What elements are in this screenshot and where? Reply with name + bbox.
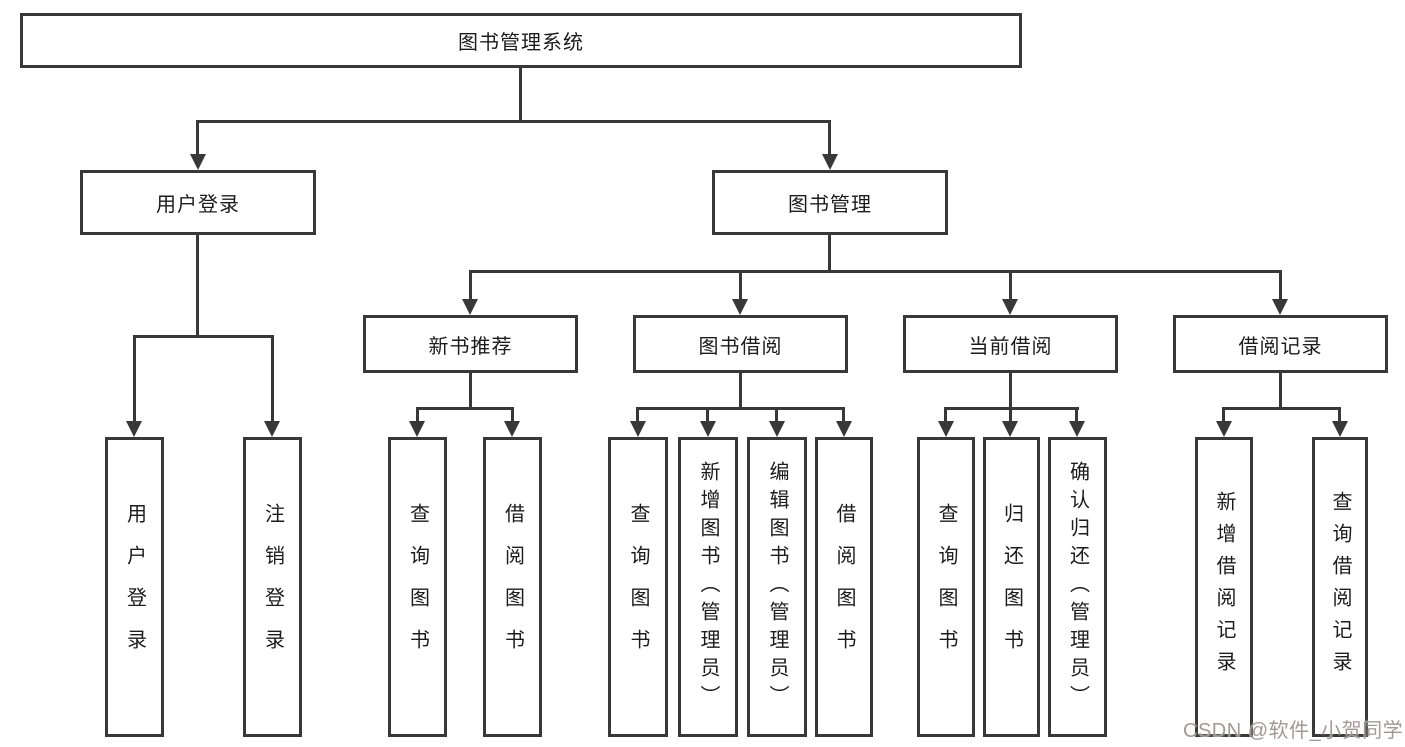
connector-g2-c1-stem [1009,407,1012,423]
arrowhead-g3-c1 [1332,421,1348,437]
node-borrow-record-label: 借阅记录 [1238,335,1323,358]
arrowhead-g0-c1 [504,421,520,437]
leaf-g1-query-book-label: 查询图书 [627,503,649,671]
arrowhead-g2-c2 [1069,421,1085,437]
node-current-borrow-label: 当前借阅 [968,335,1053,358]
connector-login-children-hline [133,335,274,338]
leaf-g1-query-book: 查询图书 [608,437,668,737]
connector-login-c1-stem [271,335,274,423]
node-book-borrow: 图书借阅 [633,315,848,373]
arrowhead-g1-c2 [769,421,785,437]
arrowhead-g0-c0 [409,421,425,437]
connector-mgmt-stem [828,120,831,156]
connector-root-stem [519,68,522,121]
connector-g0-c1-stem [511,407,514,423]
leaf-g2-confirm-return-admin: 确认归还（管理员） [1048,437,1107,737]
leaf-g3-query-borrow-record-label: 查询借阅记录 [1329,491,1351,683]
node-new-book-rec: 新书推荐 [363,315,578,373]
connector-g3-c0-stem [1222,407,1225,423]
connector-mgmt-down [828,235,831,272]
arrowhead-login [190,154,206,170]
leaf-g1-edit-book-admin-label: 编辑图书（管理员） [766,461,788,713]
leaf-g2-query-book: 查询图书 [917,437,975,737]
leaf-g3-add-borrow-record-label: 新增借阅记录 [1213,491,1235,683]
leaf-g2-return-book-label: 归还图书 [1000,503,1023,671]
leaf-logout: 注销登录 [243,437,302,737]
leaf-g0-borrow-book: 借阅图书 [483,437,542,737]
node-root-label: 图书管理系统 [458,32,584,54]
node-book-mgmt-branch-label: 图书管理 [788,194,872,216]
connector-g2-down [1009,373,1012,409]
arrowhead-g3-c0 [1216,421,1232,437]
connector-g1-c1-stem [706,407,709,423]
leaf-g3-add-borrow-record: 新增借阅记录 [1195,437,1253,737]
connector-group2-stem [1009,270,1012,301]
leaf-g1-add-book-admin-label: 新增图书（管理员） [697,461,719,713]
connector-g0-down [469,373,472,409]
connector-g3-c1-stem [1338,407,1341,423]
arrowhead-login-c0 [126,421,142,437]
arrowhead-group1 [732,299,748,315]
leaf-user-login: 用户登录 [105,437,164,737]
watermark: CSDN @软件_小贺同学 [1183,720,1404,742]
leaf-g3-query-borrow-record: 查询借阅记录 [1312,437,1368,737]
arrowhead-group2 [1002,299,1018,315]
connector-login-stem [196,120,199,156]
arrowhead-group0 [462,299,478,315]
connector-group1-stem [739,270,742,301]
node-book-mgmt-branch: 图书管理 [712,170,948,235]
connector-g1-c2-stem [775,407,778,423]
node-book-borrow-label: 图书借阅 [698,335,783,358]
connector-group0-stem [469,270,472,301]
connector-g1-c0-stem [636,407,639,423]
leaf-g0-borrow-book-label: 借阅图书 [501,503,524,671]
node-current-borrow: 当前借阅 [903,315,1118,373]
leaf-g2-confirm-return-admin-label: 确认归还（管理员） [1066,461,1089,713]
leaf-g0-query-book-label: 查询图书 [406,503,429,671]
connector-g2-c2-stem [1075,407,1078,423]
node-borrow-record: 借阅记录 [1173,315,1388,373]
arrowhead-g2-c1 [1002,421,1018,437]
arrowhead-g1-c3 [836,421,852,437]
arrowhead-g1-c0 [630,421,646,437]
node-root: 图书管理系统 [20,13,1022,68]
connector-group3-stem [1279,270,1282,301]
connector-groups-hline [469,270,1282,273]
connector-g0-hline [416,407,514,410]
leaf-g2-return-book: 归还图书 [983,437,1040,737]
leaf-g1-edit-book-admin: 编辑图书（管理员） [747,437,807,737]
arrowhead-mgmt [822,154,838,170]
leaf-g1-borrow-book: 借阅图书 [815,437,873,737]
connector-g1-hline [636,407,845,410]
node-user-login-branch-label: 用户登录 [156,194,240,216]
arrowhead-group3 [1272,299,1288,315]
connector-g1-down [739,373,742,409]
node-user-login-branch: 用户登录 [80,170,316,235]
connector-g0-c0-stem [416,407,419,423]
connector-g2-c0-stem [944,407,947,423]
leaf-g1-add-book-admin: 新增图书（管理员） [678,437,738,737]
connector-g3-hline [1222,407,1341,410]
leaf-g0-query-book: 查询图书 [388,437,447,737]
leaf-g2-query-book-label: 查询图书 [935,503,957,671]
leaf-g1-borrow-book-label: 借阅图书 [833,503,855,671]
leaf-user-login-label: 用户登录 [123,503,146,671]
connector-g1-c3-stem [842,407,845,423]
arrowhead-login-c1 [264,421,280,437]
arrowhead-g1-c1 [700,421,716,437]
connector-login-down [196,234,199,336]
connector-login-c0-stem [133,335,136,423]
node-new-book-rec-label: 新书推荐 [428,335,513,358]
connector-level2-hline [196,120,831,123]
leaf-logout-label: 注销登录 [261,503,284,671]
connector-g3-down [1279,373,1282,409]
arrowhead-g2-c0 [938,421,954,437]
